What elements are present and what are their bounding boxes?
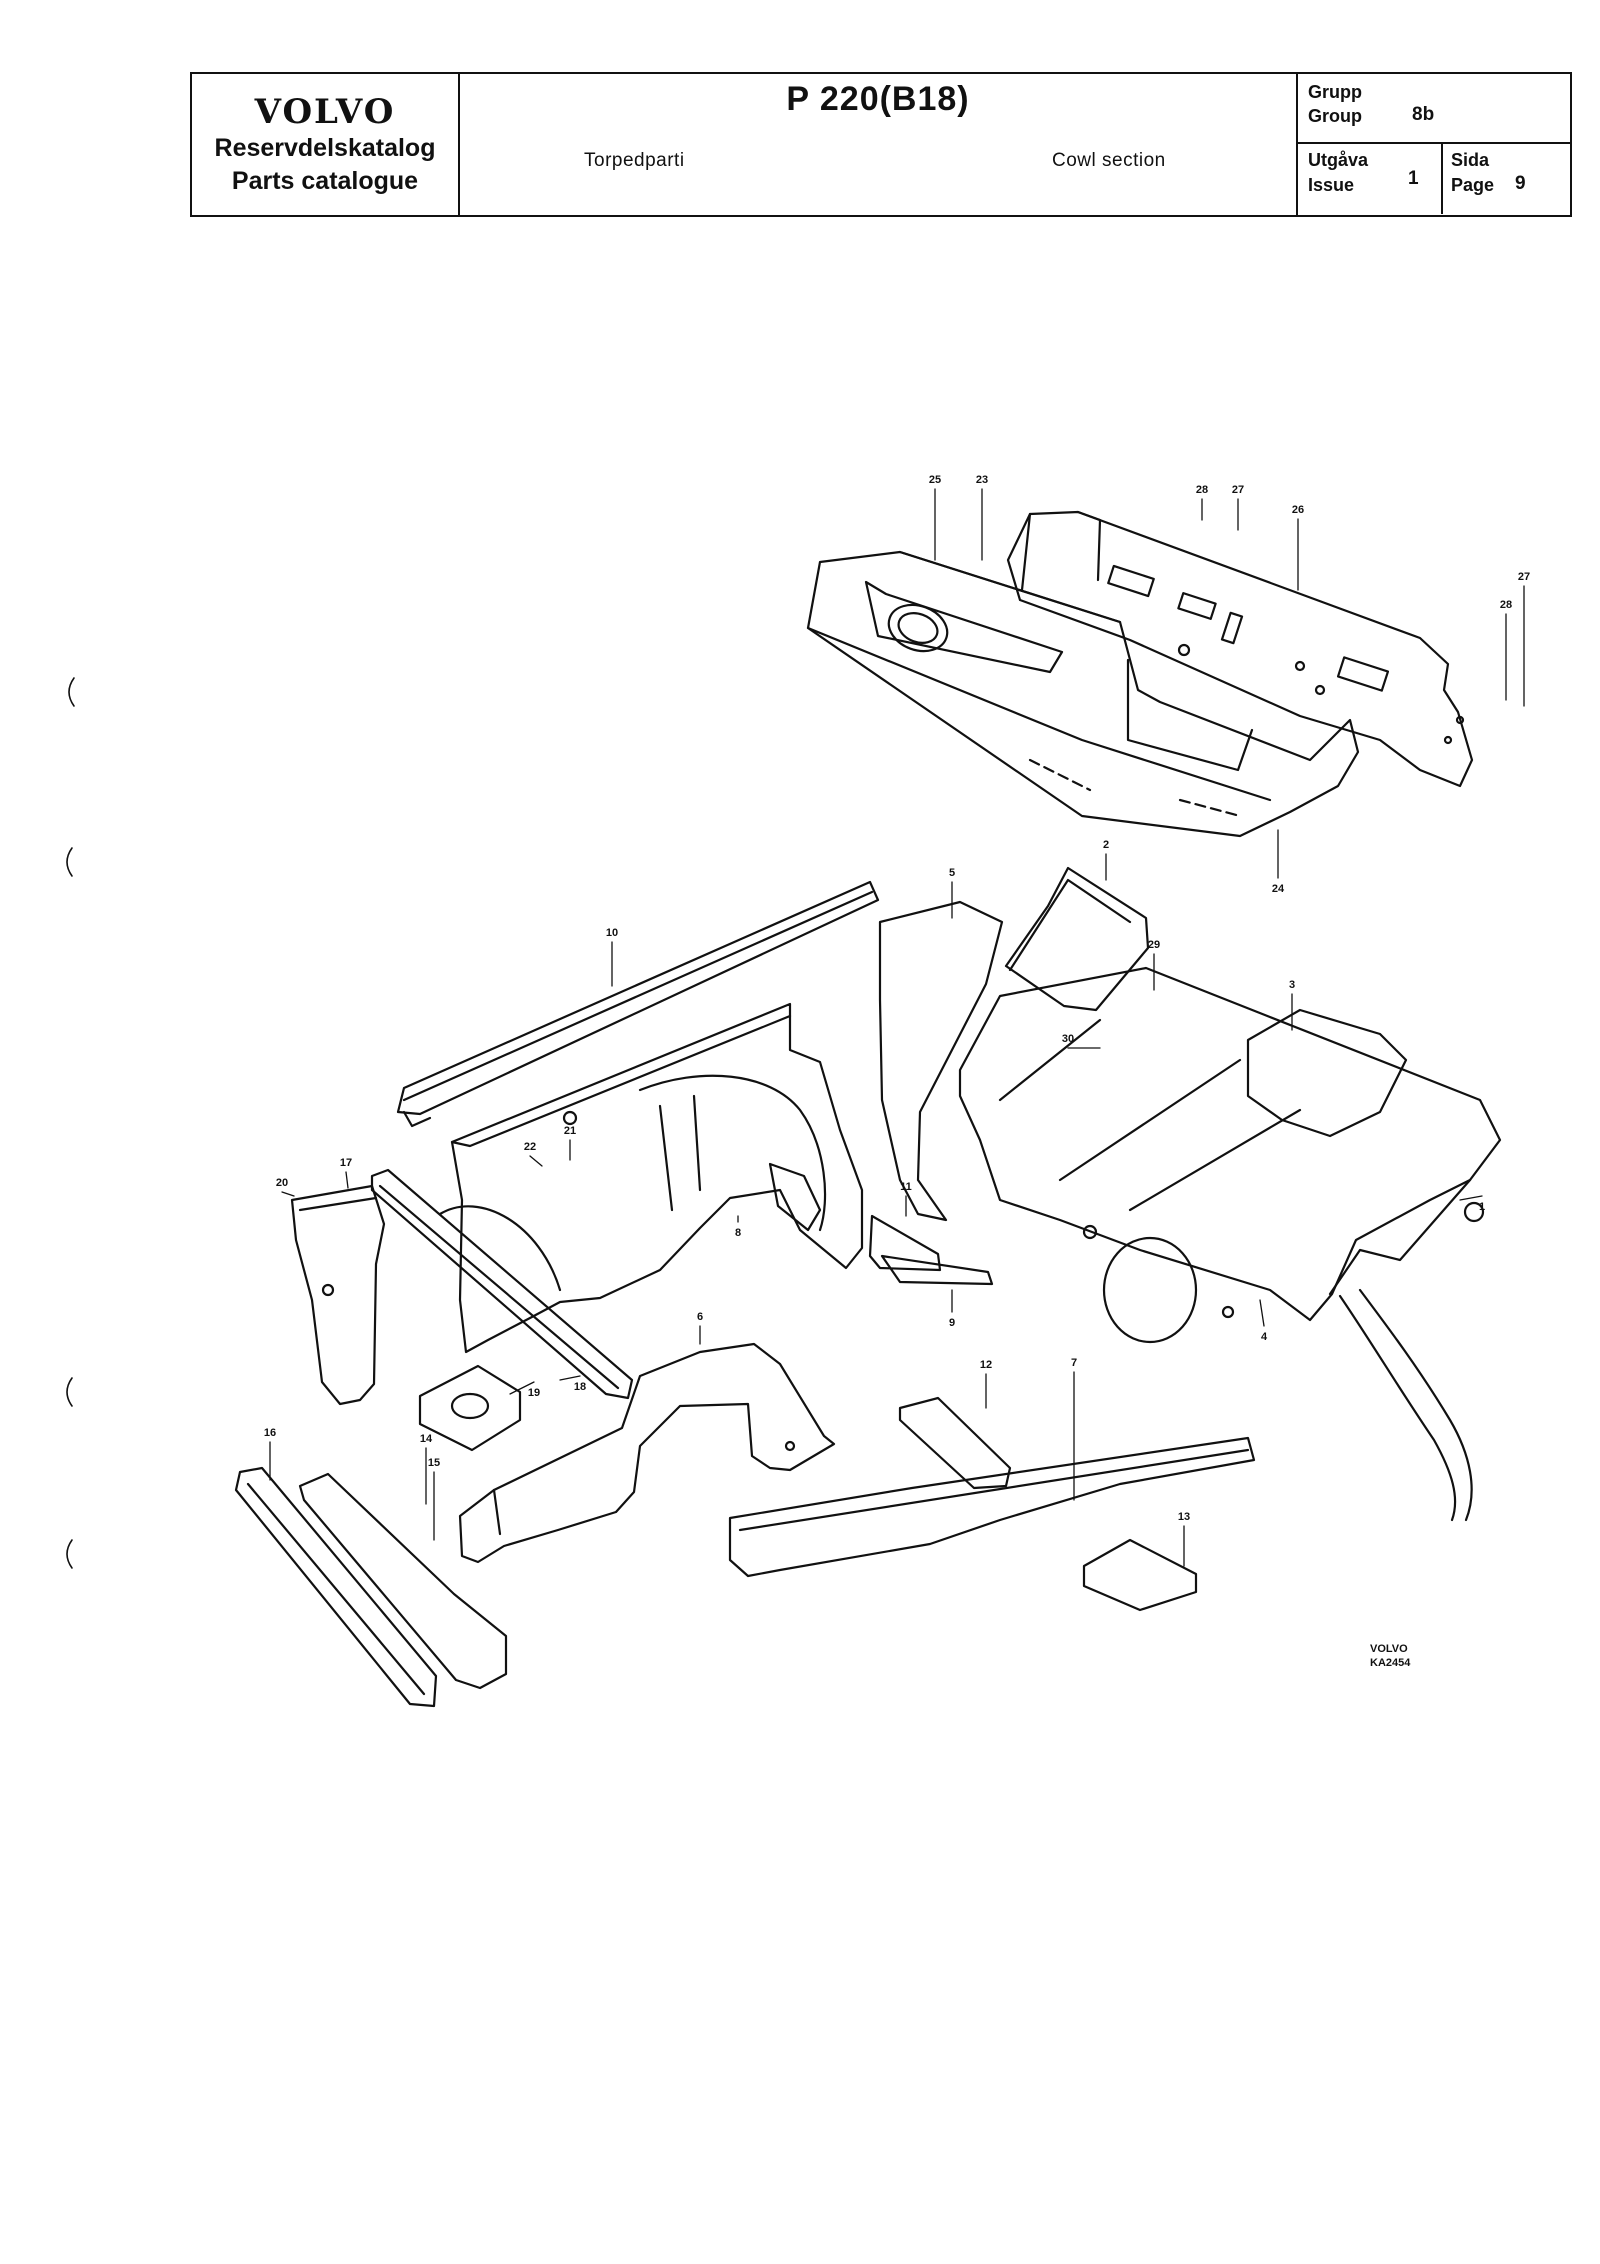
- callout-number: 10: [606, 927, 618, 939]
- callout-number: 4: [1261, 1331, 1268, 1343]
- callout-number: 17: [340, 1157, 352, 1169]
- callout-number: 27: [1232, 484, 1244, 496]
- callout-number: 27: [1518, 571, 1530, 583]
- part-diagonal-member: [370, 1168, 634, 1400]
- callout-leader: [529, 1155, 543, 1167]
- volvo-logo: VOLVO: [254, 92, 396, 132]
- section-name-en: Cowl section: [1052, 150, 1166, 171]
- binder-marks: [66, 677, 75, 1569]
- callout-leader: [1459, 1195, 1483, 1201]
- callout-number: 8: [735, 1227, 741, 1239]
- group-value: 8b: [1412, 104, 1435, 125]
- catalogue-title-sv: Reservdelskatalog: [214, 134, 436, 162]
- callout-leader: [509, 1381, 535, 1395]
- callout-number: 9: [949, 1317, 955, 1329]
- part-long-member: [728, 1436, 1256, 1578]
- callout-number: 7: [1071, 1357, 1077, 1369]
- callout-number: 28: [1196, 484, 1208, 496]
- section-name-sv: Torpedparti: [584, 150, 685, 171]
- callout-leader: [559, 1375, 581, 1381]
- callout-number: 6: [697, 1311, 703, 1323]
- callout-number: 1: [1479, 1201, 1485, 1213]
- group-label-en: Group: [1308, 106, 1362, 126]
- page-field: Sida Page 9: [1443, 144, 1570, 214]
- model-title: P 220(B18): [786, 80, 970, 118]
- issue-label-sv: Utgåva: [1308, 150, 1369, 170]
- part-bracket-13: [1082, 1538, 1198, 1612]
- brand-cell: VOLVO Reservdelskatalog Parts catalogue: [192, 74, 460, 215]
- callout-leader: [345, 1171, 349, 1189]
- issue-value: 1: [1408, 168, 1419, 189]
- part-cross-member: [458, 1342, 836, 1564]
- callout-number: 15: [428, 1457, 440, 1469]
- part-bracket: [418, 1364, 522, 1452]
- drawing-stamp-line2: KA2454: [1370, 1657, 1411, 1669]
- callout-number: 16: [264, 1427, 276, 1439]
- reference-cell: Grupp Group 8b Utgåva Issue 1 Sida Page …: [1298, 74, 1570, 215]
- title-block: VOLVO Reservdelskatalog Parts catalogue …: [190, 72, 1572, 217]
- callout-number: 23: [976, 474, 988, 486]
- callout-number: 21: [564, 1125, 576, 1137]
- catalogue-title-en: Parts catalogue: [231, 167, 419, 195]
- part-wheelhouse: [450, 1002, 864, 1354]
- group-label-sv: Grupp: [1308, 82, 1362, 102]
- callout-number: 5: [949, 867, 955, 879]
- callout-number: 28: [1500, 599, 1512, 611]
- page-value: 9: [1515, 173, 1526, 194]
- callout-number: 29: [1148, 939, 1160, 951]
- callout-number: 30: [1062, 1033, 1074, 1045]
- issue-page-row: Utgåva Issue 1 Sida Page 9: [1298, 144, 1570, 214]
- callout-number: 22: [524, 1141, 536, 1153]
- drawing-stamp-line1: VOLVO: [1370, 1643, 1408, 1655]
- callout-number: 26: [1292, 504, 1304, 516]
- model-cell: P 220(B18) Torpedparti Cowl section: [460, 74, 1298, 215]
- callout-number: 11: [900, 1181, 912, 1193]
- callout-number: 12: [980, 1359, 992, 1371]
- part-floor-assembly: [878, 866, 1502, 1522]
- callout-number: 18: [574, 1381, 586, 1393]
- callout-number: 14: [420, 1433, 433, 1445]
- callout-number: 13: [1178, 1511, 1190, 1523]
- part-cowl-upper: [1006, 510, 1474, 788]
- part-bracket-12: [898, 1396, 1012, 1490]
- issue-field: Utgåva Issue 1: [1298, 144, 1443, 214]
- part-cowl-strip: [396, 880, 880, 1128]
- callout-number: 24: [1272, 883, 1285, 895]
- part-sill-strips: [234, 1466, 508, 1708]
- callout-number: 2: [1103, 839, 1109, 851]
- callout-number: 3: [1289, 979, 1295, 991]
- callout-number: 19: [528, 1387, 540, 1399]
- part-gusset: [868, 1214, 994, 1286]
- issue-label-en: Issue: [1308, 175, 1355, 195]
- callout-number: 25: [929, 474, 941, 486]
- part-side-panel: [290, 1184, 386, 1406]
- page-label-en: Page: [1451, 175, 1495, 195]
- callout-leader: [281, 1191, 295, 1197]
- group-field: Grupp Group 8b: [1298, 74, 1570, 144]
- part-cowl-lower: [806, 550, 1360, 838]
- callout-number: 20: [276, 1177, 288, 1189]
- page-label-sv: Sida: [1451, 150, 1490, 170]
- callout-leader: [1259, 1299, 1265, 1327]
